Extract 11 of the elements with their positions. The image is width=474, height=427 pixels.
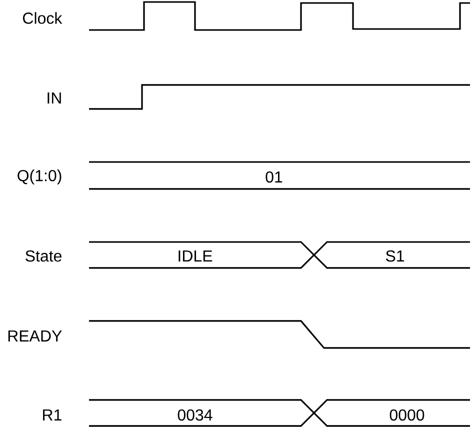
signal-label: Q(1:0) (18, 170, 62, 184)
bus-value: IDLE (178, 250, 212, 262)
signal-label: R1 (43, 409, 62, 420)
bus-value: S1 (386, 250, 404, 262)
signal-label: READY (8, 330, 62, 342)
signal-label: State (26, 250, 62, 262)
signal-label: IN (48, 92, 61, 104)
bus-value: 0000 (390, 409, 424, 421)
bus-value: 0034 (178, 409, 212, 421)
bus-value: 01 (266, 171, 282, 183)
signal-label: Clock (23, 12, 62, 24)
